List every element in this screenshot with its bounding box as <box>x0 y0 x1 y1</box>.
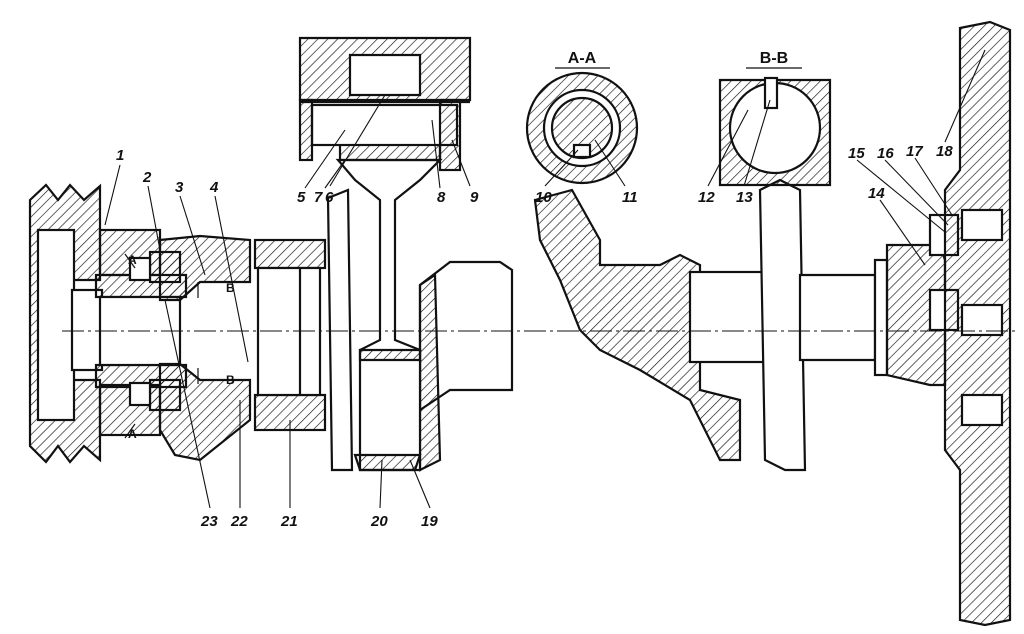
callout-1: 1 <box>116 147 124 164</box>
main-bearing <box>253 238 327 432</box>
callout-4: 4 <box>209 179 219 196</box>
section-aa-view <box>525 67 639 185</box>
callout-16: 16 <box>877 145 894 162</box>
section-markers: A A B B <box>124 253 235 441</box>
callout-10: 10 <box>535 189 552 206</box>
callout-20: 20 <box>370 513 388 530</box>
callout-15: 15 <box>848 145 865 162</box>
crankshaft-center <box>533 178 877 472</box>
callout-18: 18 <box>936 143 953 160</box>
section-mark-b-bottom: B <box>226 373 235 387</box>
callout-14: 14 <box>868 185 885 202</box>
section-label-aa: A-A <box>568 50 597 67</box>
callout-labels: 1 2 3 4 5 6 7 8 9 10 11 12 13 14 15 16 1… <box>116 143 953 530</box>
crank-web-1 <box>326 188 514 472</box>
callout-9: 9 <box>470 189 479 206</box>
callout-5: 5 <box>297 189 306 206</box>
callout-7: 7 <box>314 189 323 206</box>
callout-17: 17 <box>906 143 923 160</box>
callout-21: 21 <box>280 513 298 530</box>
section-bb-view <box>718 67 832 187</box>
callout-23: 23 <box>200 513 218 530</box>
section-mark-a-bottom: A <box>128 427 137 441</box>
callout-13: 13 <box>736 189 753 206</box>
piston <box>298 36 472 172</box>
rear-flange <box>873 213 960 387</box>
callout-8: 8 <box>437 189 446 206</box>
section-mark-a-top: A <box>128 253 137 267</box>
flywheel <box>943 20 1012 627</box>
callout-19: 19 <box>421 513 438 530</box>
callout-6: 6 <box>325 189 334 206</box>
callout-2: 2 <box>142 169 152 186</box>
callout-12: 12 <box>698 189 715 206</box>
callout-22: 22 <box>230 513 248 530</box>
callout-3: 3 <box>175 179 184 196</box>
section-label-bb: B-B <box>760 50 788 67</box>
leader-lines <box>104 49 986 509</box>
callout-11: 11 <box>622 189 638 206</box>
section-mark-b-top: B <box>226 281 235 295</box>
